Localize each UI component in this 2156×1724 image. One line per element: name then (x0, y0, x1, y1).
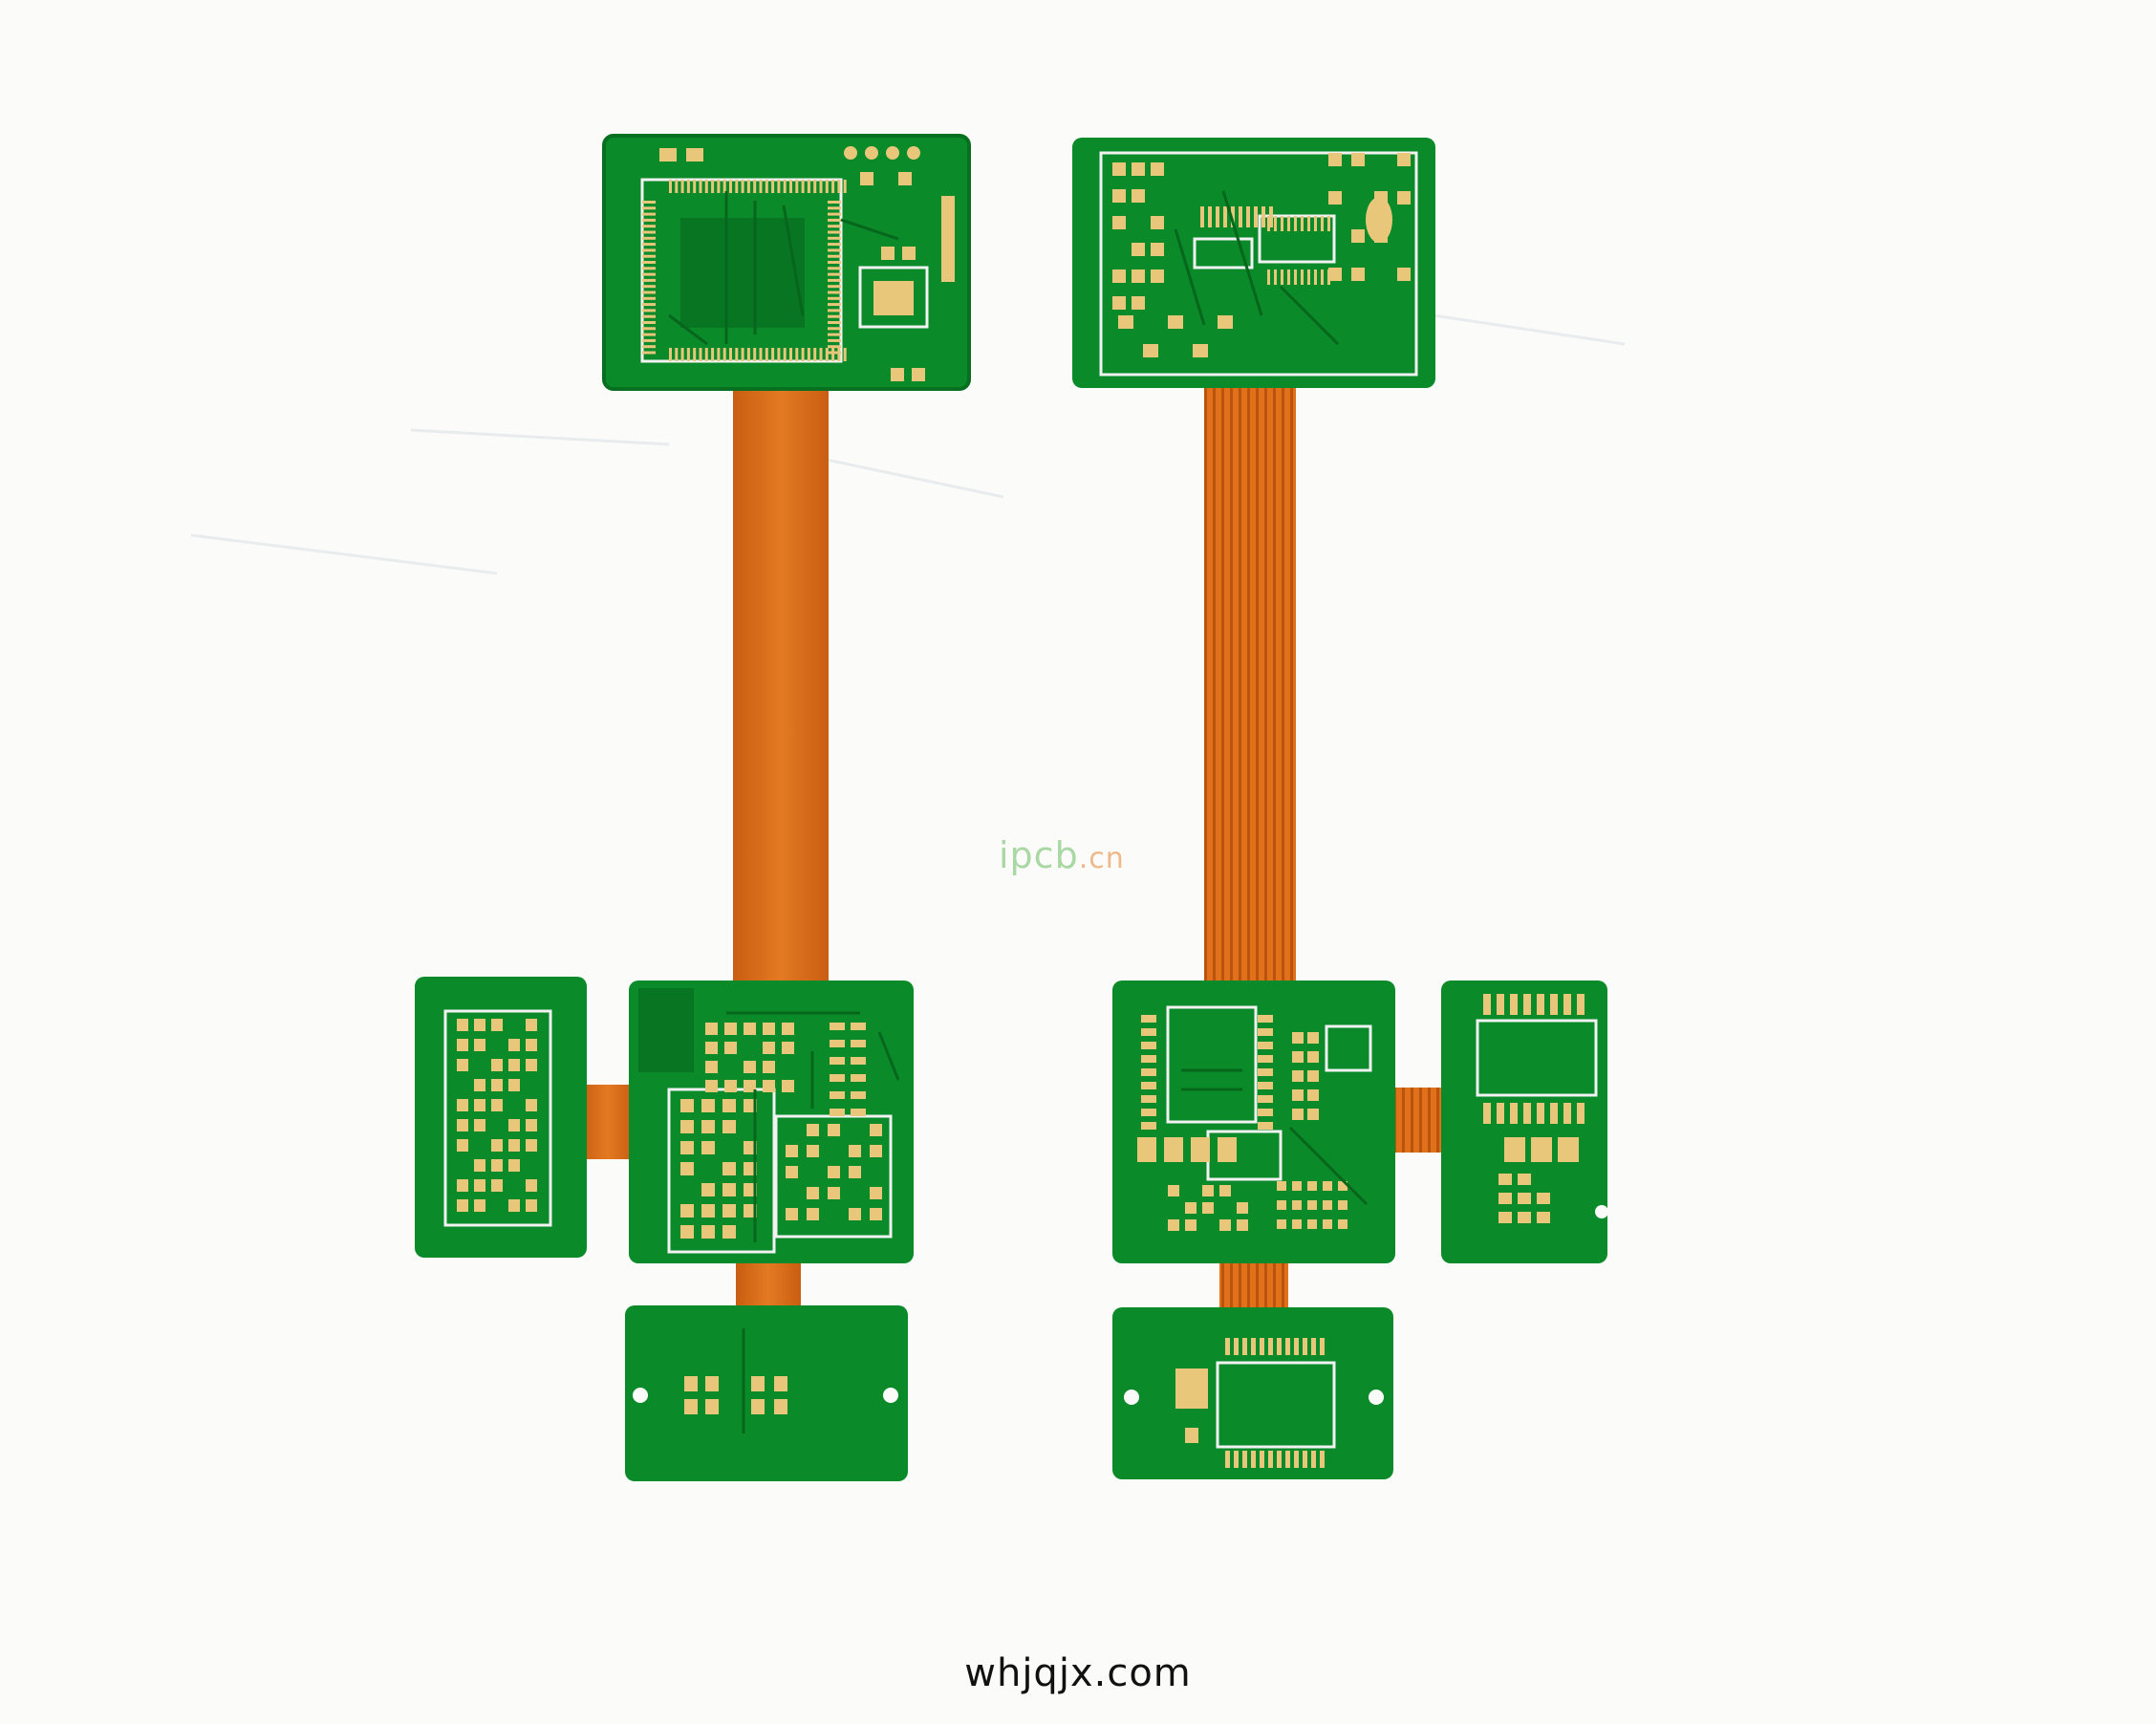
flex-cable-left-side (581, 1085, 634, 1159)
pcb-board-bottom-right (1112, 1307, 1393, 1479)
scanner-streaks (190, 313, 1626, 575)
pcb-board-top-left (602, 134, 971, 391)
pcb-board-mid-right-small (1441, 981, 1608, 1263)
pcb-board-bottom-left (625, 1305, 908, 1481)
pcb-board-mid-left-main (629, 981, 914, 1263)
flex-cable-left-main (733, 382, 829, 984)
pcb-board-mid-right-main (1112, 981, 1395, 1263)
flex-cable-right-side (1390, 1088, 1445, 1153)
site-caption: whjqjx.com (964, 1651, 1192, 1695)
pcb-board-mid-left-small (415, 977, 587, 1258)
flex-cable-right-bottom (1219, 1260, 1288, 1313)
pcb-board-top-right (1072, 138, 1435, 388)
flex-cable-right-main (1204, 382, 1296, 986)
flex-cable-left-bottom (736, 1260, 801, 1312)
watermark-logo: ipcb.cn (999, 834, 1125, 876)
